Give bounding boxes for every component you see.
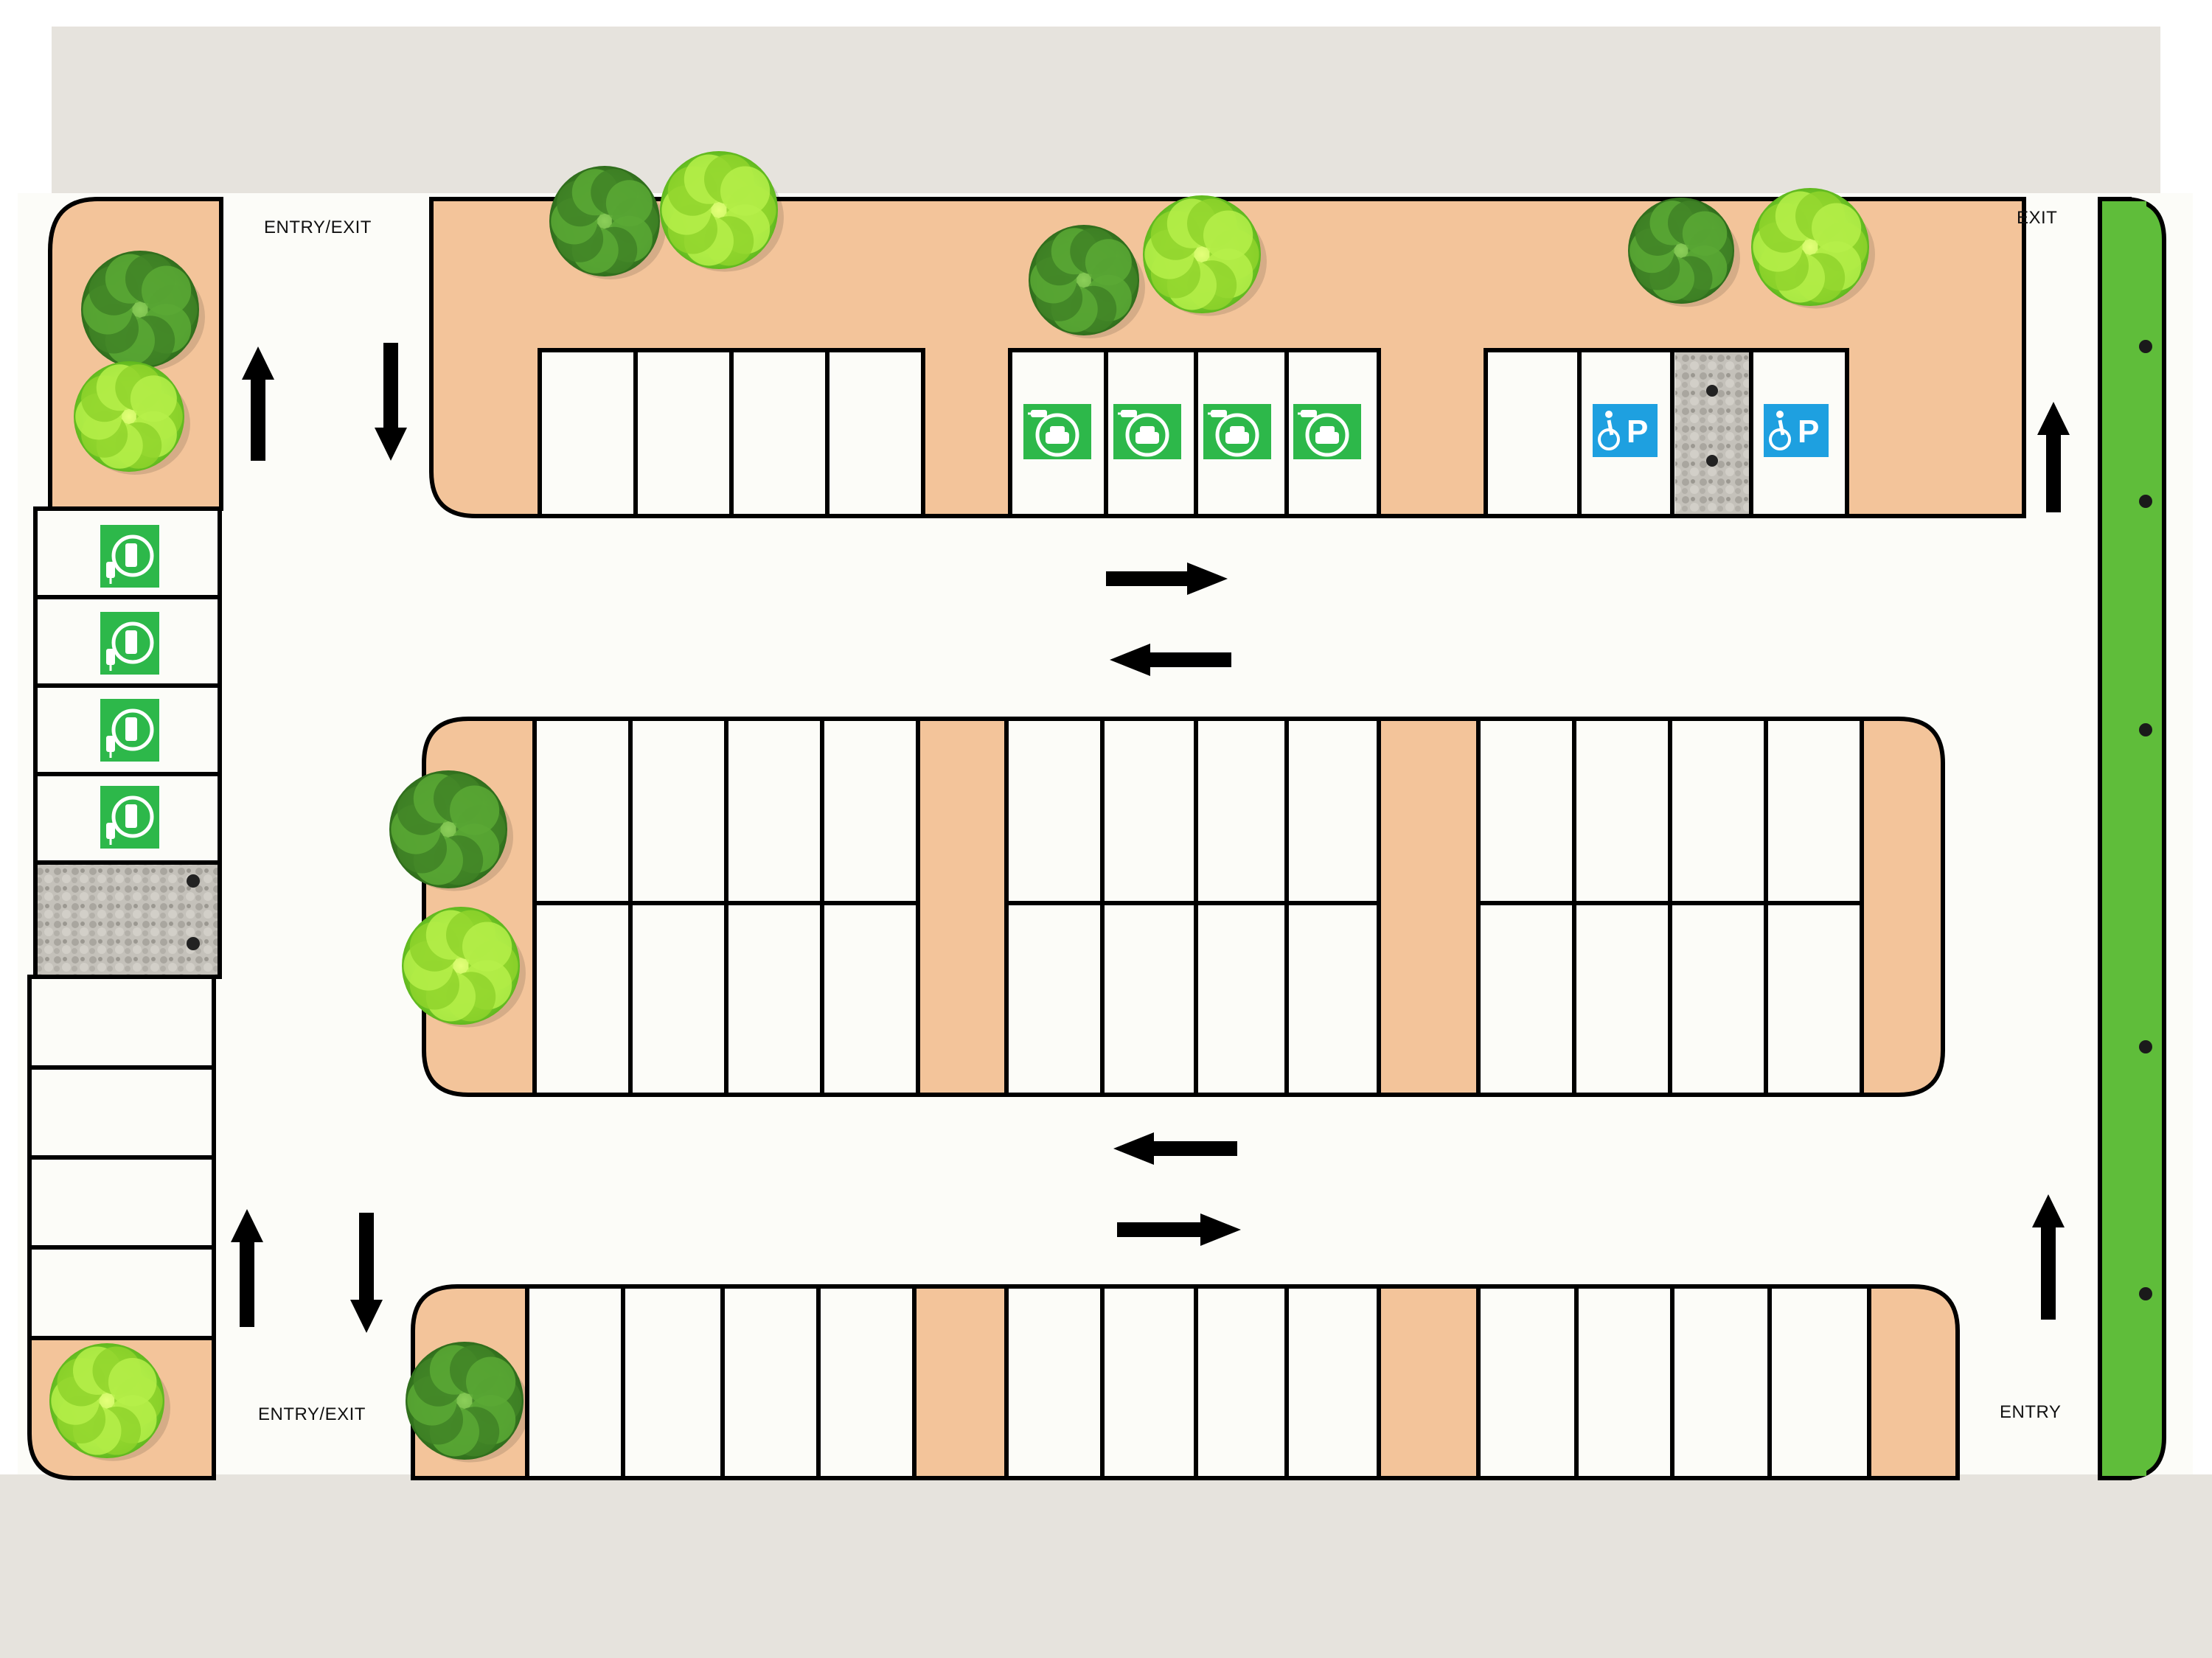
middle-stall-block-2 — [1004, 717, 1381, 1097]
shrub-icon — [1628, 198, 1740, 307]
arrow-down-icon — [350, 1213, 383, 1333]
accessible-aisle-paving — [1675, 352, 1749, 514]
entry-exit-label-bottom: ENTRY/EXIT — [258, 1404, 366, 1424]
middle-stall-block-3 — [1476, 717, 1864, 1097]
accessible-sign-letter: P — [1798, 414, 1819, 450]
ev-charging-icon — [1293, 404, 1361, 459]
bollard-icon — [187, 937, 200, 950]
arrow-up-icon — [2032, 1194, 2065, 1320]
entry-label-bottom-right: ENTRY — [2000, 1402, 2062, 1422]
top-stall-group-1 — [538, 348, 925, 518]
accessible-parking-sign: P — [1764, 404, 1829, 457]
arrow-right-icon — [1106, 562, 1228, 595]
fern-icon — [660, 151, 784, 272]
bollard-icon — [187, 874, 200, 888]
grass-bollards — [2139, 340, 2152, 1300]
bottom-stall-block-1 — [525, 1284, 917, 1480]
shrub-icon — [389, 770, 513, 891]
arrow-right-icon — [1117, 1213, 1241, 1246]
fern-icon — [74, 361, 190, 475]
fern-icon — [49, 1343, 170, 1461]
ev-charging-icon — [1113, 404, 1181, 459]
bollard-icon — [1706, 455, 1718, 467]
arrow-down-icon — [375, 343, 407, 461]
ev-charging-icon — [1203, 404, 1271, 459]
shrub-icon — [549, 166, 666, 279]
arrow-left-icon — [1110, 644, 1231, 676]
ev-charging-icon — [100, 525, 159, 588]
shrub-icon — [81, 251, 205, 372]
bottom-stall-block-3 — [1476, 1284, 1871, 1480]
shrub-icon — [406, 1342, 529, 1463]
bottom-stall-block-2 — [1004, 1284, 1381, 1480]
middle-stall-block-1 — [532, 717, 920, 1097]
arrow-left-icon — [1113, 1132, 1237, 1165]
arrow-up-icon — [2037, 402, 2070, 512]
accessible-sign-letter: P — [1627, 414, 1648, 450]
exit-label-top-right: EXIT — [2017, 208, 2058, 228]
left-stall-column — [27, 506, 222, 1340]
ev-charging-icon — [100, 612, 159, 675]
accessible-parking-sign: P — [1593, 404, 1658, 457]
bollard-icon — [1706, 385, 1718, 397]
entry-exit-label-top: ENTRY/EXIT — [264, 217, 372, 237]
fern-icon — [402, 907, 526, 1028]
fern-icon — [1751, 188, 1875, 309]
wheelchair-icon — [1598, 411, 1620, 450]
arrow-up-icon — [231, 1209, 263, 1327]
wheelchair-icon — [1769, 411, 1791, 450]
shrub-icon — [1029, 225, 1145, 338]
arrow-up-icon — [242, 346, 274, 461]
ev-charging-icon — [100, 699, 159, 762]
fern-icon — [1143, 195, 1267, 316]
ev-charging-icon — [1023, 404, 1091, 459]
ev-charging-icon — [100, 786, 159, 849]
